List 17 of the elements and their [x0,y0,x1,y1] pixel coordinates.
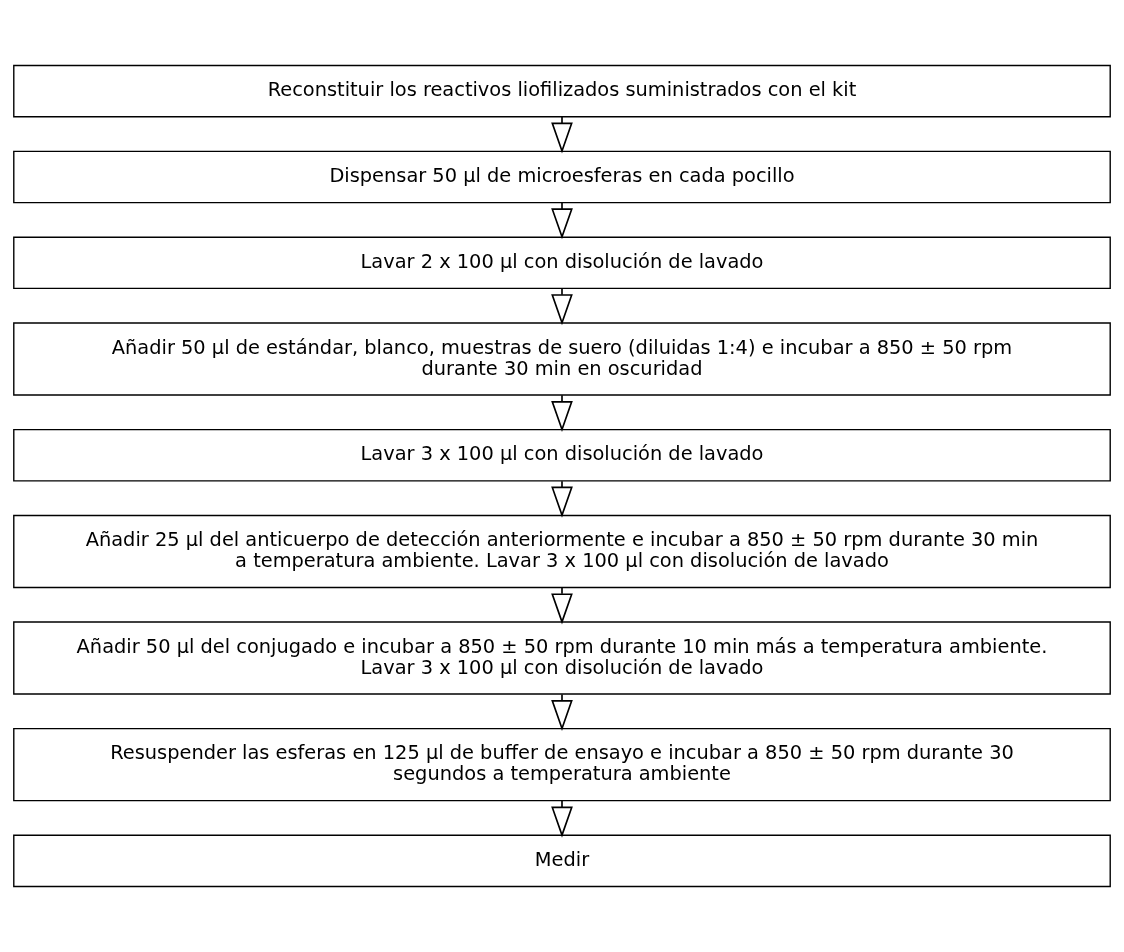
arrow [551,480,573,518]
node-box: Dispensar 50 µl de microesferas en cada pocillo [13,150,1111,204]
node-box: Medir [13,834,1111,888]
node-box: Añadir 25 µl del anticuerpo de detección anteriormente e incubar a 850 ± 50 rpm durante 30 min a temperatura ambiente. Lavar 3 x 100 µl con disolución de lavado [13,514,1111,589]
node-box: Añadir 50 µl de estándar, blanco, muestras de suero (diluidas 1:4) e incubar a 850 ± 50 rpm durante 30 min en oscuridad [13,322,1111,396]
node-box: Lavar 2 x 100 µl con disolución de lavado [13,236,1111,290]
node-box: Reconstituir los reactivos liofilizados suministrados con el kit [13,64,1111,118]
node-box: Lavar 3 x 100 µl con disolución de lavado [13,428,1111,482]
node-box: Añadir 50 µl del conjugado e incubar a 850 ± 50 rpm durante 10 min más a temperatura ambiente. Lavar 3 x 100 µl con disolución de lavado [13,621,1111,695]
arrow [551,799,573,838]
arrow [551,394,573,433]
arrow [551,116,573,154]
arrow [551,287,573,326]
arrow [551,587,573,625]
arrow [551,693,573,731]
arrow [551,202,573,240]
node-box: Resuspender las esferas en 125 µl de buffer de ensayo e incubar a 850 ± 50 rpm durante 30 segundos a temperatura ambiente [13,727,1111,802]
